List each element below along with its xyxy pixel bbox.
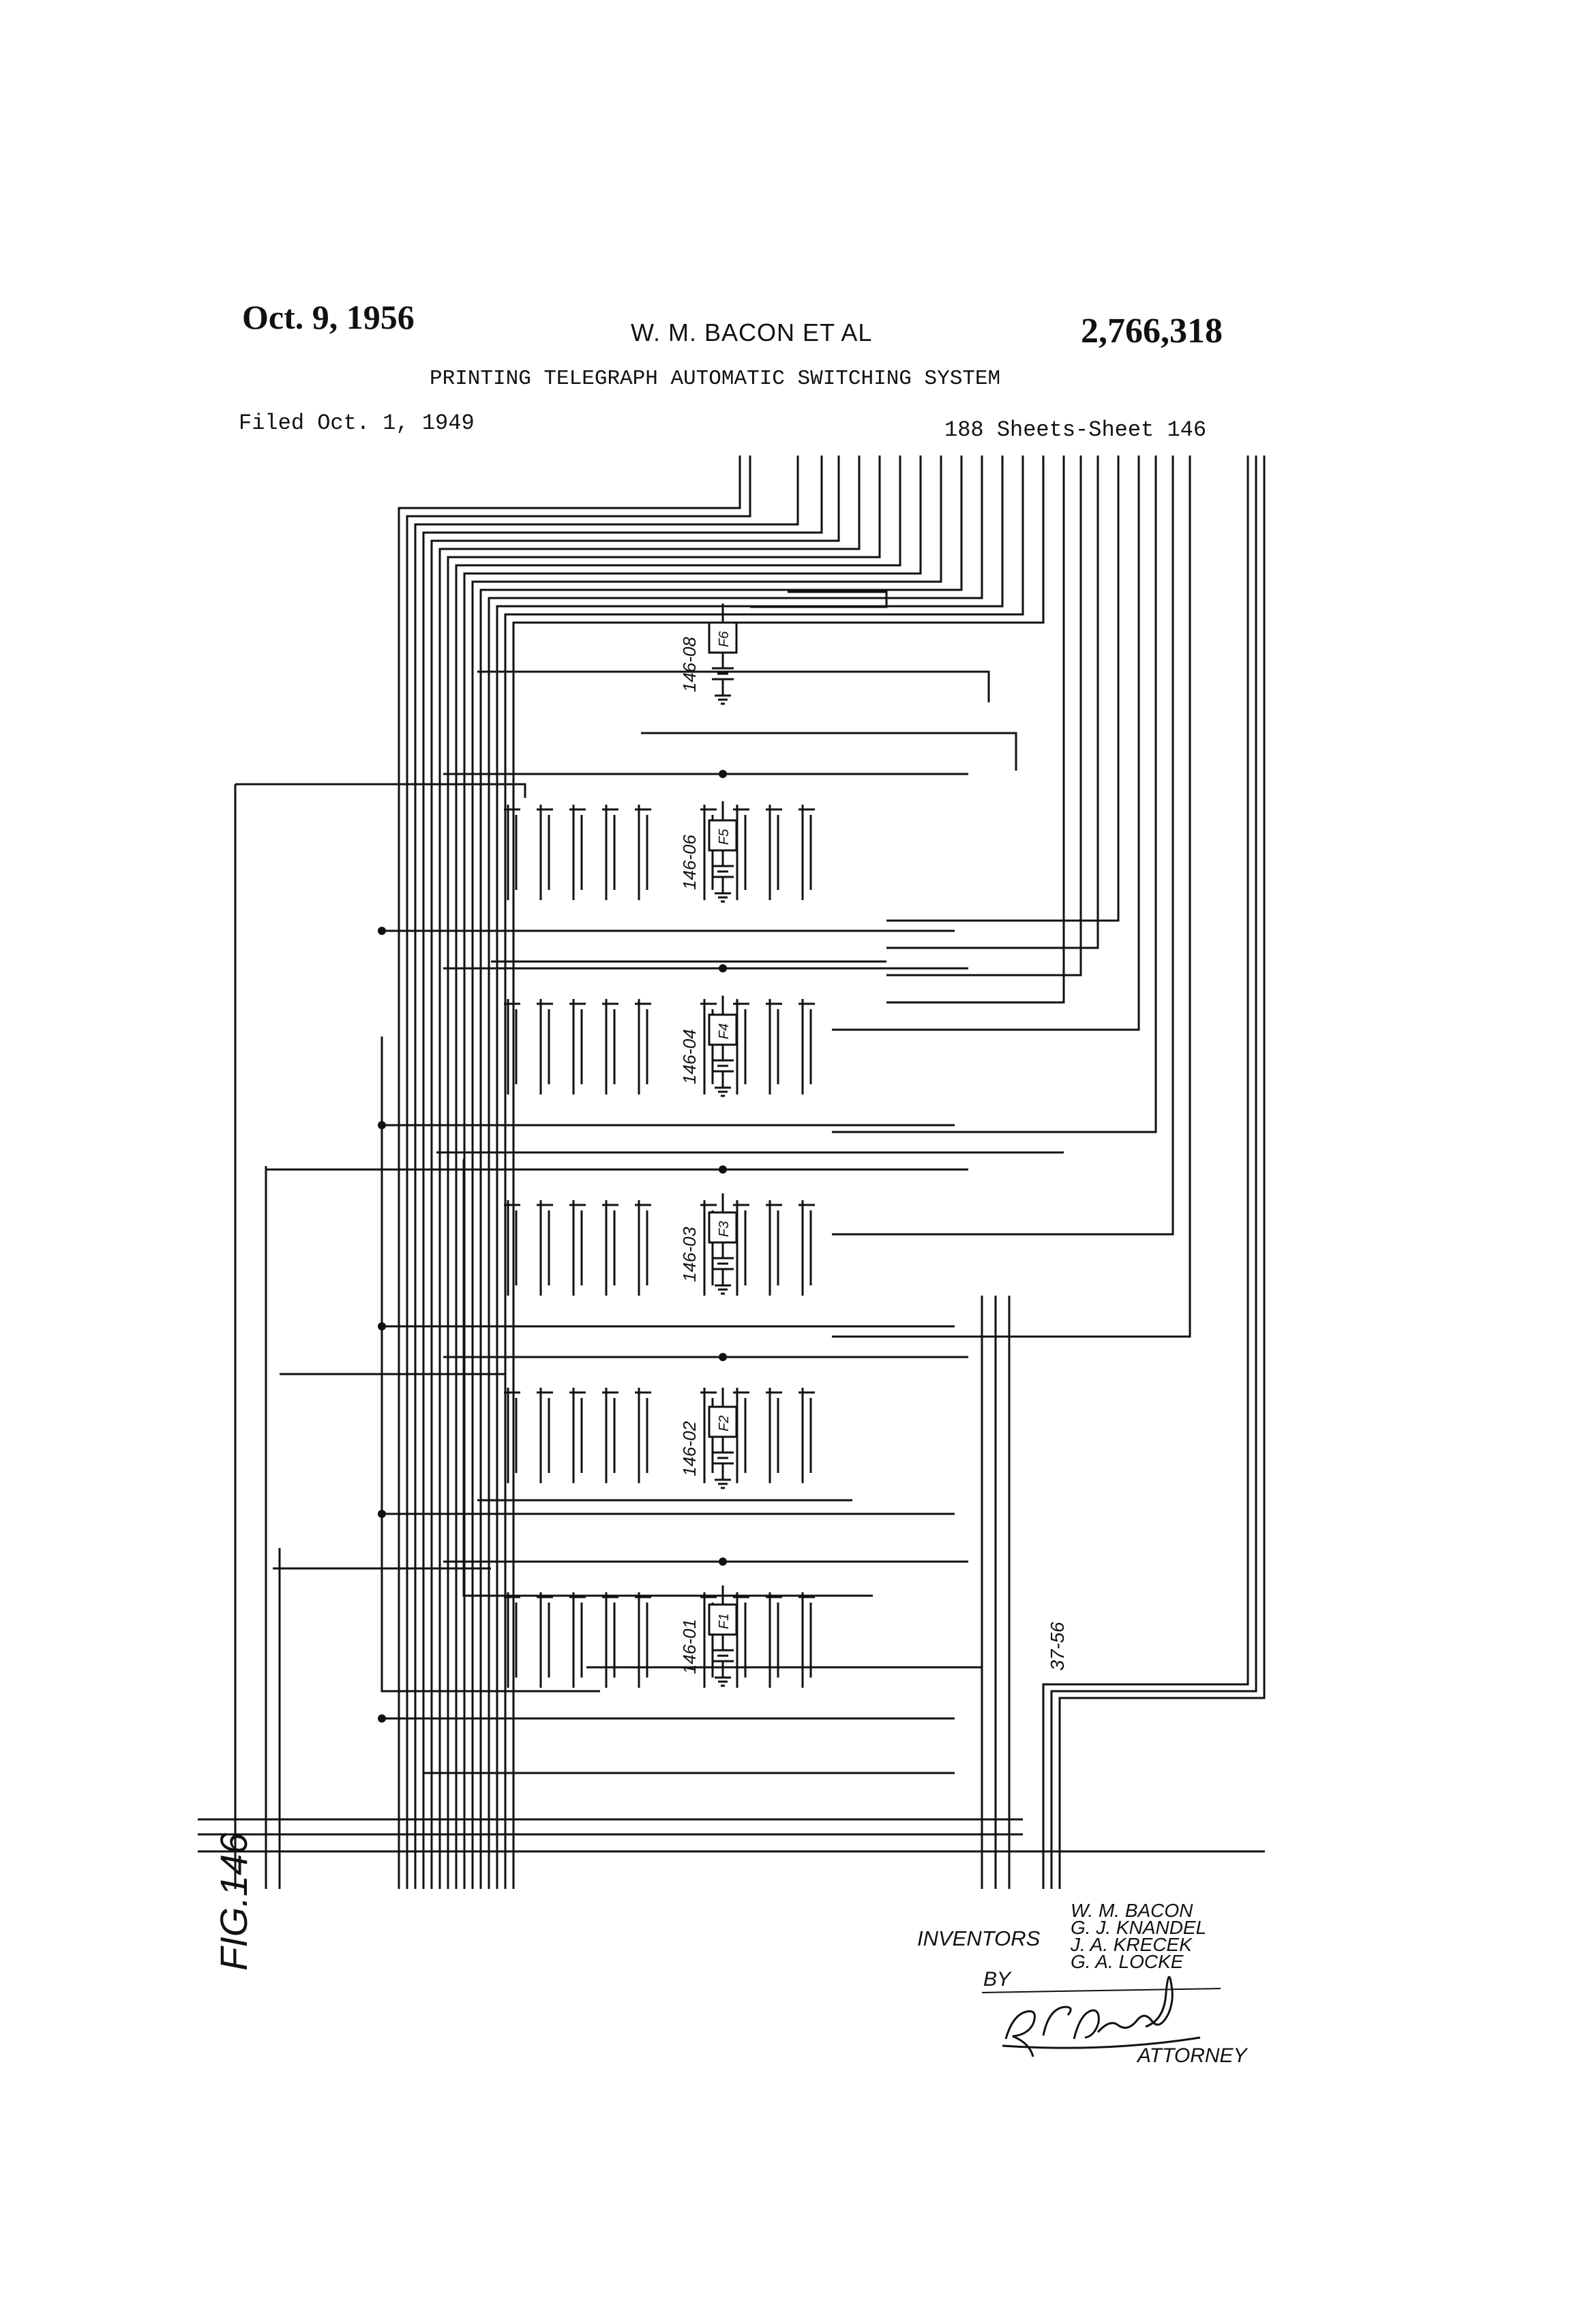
relay-coil: F2 146-02 — [679, 1388, 738, 1489]
signature-mark — [1002, 1976, 1201, 2057]
wiring — [198, 456, 1266, 1889]
junction-dot — [719, 1558, 727, 1566]
cable-wire — [406, 456, 751, 1889]
patent-number: 2,766,318 — [1081, 312, 1223, 351]
relay-name: F4 — [717, 1024, 732, 1039]
attorney-label: ATTORNEY — [1137, 2044, 1247, 2067]
cable-wire — [1050, 456, 1257, 1889]
by-label: BY — [983, 1968, 1011, 1991]
relay-ref: 146-06 — [679, 835, 700, 890]
cable-wire — [455, 456, 901, 1889]
cable-wire — [886, 456, 1099, 949]
cable-wire — [438, 456, 861, 1889]
sheet-count: 188 Sheets-Sheet 146 — [944, 417, 1207, 443]
cable-wire — [496, 456, 1004, 1889]
relay-name: F2 — [717, 1416, 732, 1431]
patent-title: PRINTING TELEGRAPH AUTOMATIC SWITCHING S… — [430, 367, 1001, 391]
cable-wire — [512, 456, 1045, 1889]
relay-name: F6 — [717, 631, 732, 647]
cable-wire — [430, 456, 840, 1889]
cable-ref: 37-56 — [1047, 1622, 1068, 1671]
wire — [380, 1037, 600, 1693]
cable-wire — [832, 456, 1140, 1031]
junction-dot — [719, 770, 727, 778]
inventors-short: W. M. BACON ET AL — [631, 318, 873, 346]
inventor-name: G. J. KNANDEL — [1071, 1917, 1207, 1938]
wire — [641, 732, 1017, 771]
relay-coil: F5 146-06 — [679, 801, 738, 903]
cable-wire — [447, 456, 881, 1889]
junction-dot — [719, 964, 727, 972]
inventor-name: W. M. BACON — [1071, 1900, 1193, 1921]
relay-ref: 146-08 — [679, 637, 700, 692]
figure-label: FIG.146 — [212, 1832, 255, 1971]
junction-dot — [719, 1353, 727, 1361]
wire — [477, 670, 990, 702]
cable-wire — [422, 456, 823, 1889]
cable-wire — [398, 456, 741, 1889]
cable-wire — [832, 456, 1174, 1236]
junction-dot — [719, 1165, 727, 1174]
relay-name: F3 — [717, 1221, 732, 1237]
inventor-name: G. A. LOCKE — [1071, 1951, 1184, 1972]
coil-box — [708, 1603, 738, 1636]
coil-box — [708, 1013, 738, 1046]
relay-ref: 146-03 — [679, 1227, 700, 1282]
junction-dot — [378, 1714, 386, 1723]
relay-name: F1 — [717, 1613, 732, 1629]
filed-date: Filed Oct. 1, 1949 — [239, 411, 475, 436]
relay-ref: 146-04 — [679, 1029, 700, 1084]
cable-wire — [504, 456, 1024, 1889]
junction-dot — [378, 927, 386, 935]
cable-wire — [886, 456, 1082, 977]
relay-coil: F6 146-08 — [679, 604, 738, 705]
patent-date: Oct. 9, 1956 — [242, 298, 415, 336]
coil-box — [708, 1405, 738, 1438]
relay-coil: F1 146-01 — [679, 1585, 738, 1687]
relay-ref: 146-01 — [679, 1619, 700, 1674]
cable-wire — [479, 456, 963, 1889]
inventors-label: INVENTORS — [917, 1926, 1041, 1950]
relay-coil: F4 146-04 — [679, 996, 738, 1097]
cable-wire — [886, 456, 1120, 922]
coil-box — [708, 1211, 738, 1244]
cable-wire — [1042, 456, 1249, 1889]
wire — [235, 783, 526, 798]
cable-wire — [886, 456, 1065, 1004]
relay-coil: F3 146-03 — [679, 1193, 738, 1295]
inventor-name: J. A. KRECEK — [1071, 1934, 1192, 1955]
relay-name: F5 — [717, 829, 732, 845]
wire — [750, 591, 888, 608]
cable-wire — [414, 456, 799, 1889]
relay-ref: 146-02 — [679, 1421, 700, 1476]
cable-wire — [488, 456, 983, 1889]
cable-wire — [471, 456, 942, 1889]
cable-wire — [832, 456, 1191, 1338]
cable-wire — [832, 456, 1157, 1133]
relay-contacts — [504, 805, 815, 1688]
cable-wire — [1058, 456, 1266, 1889]
